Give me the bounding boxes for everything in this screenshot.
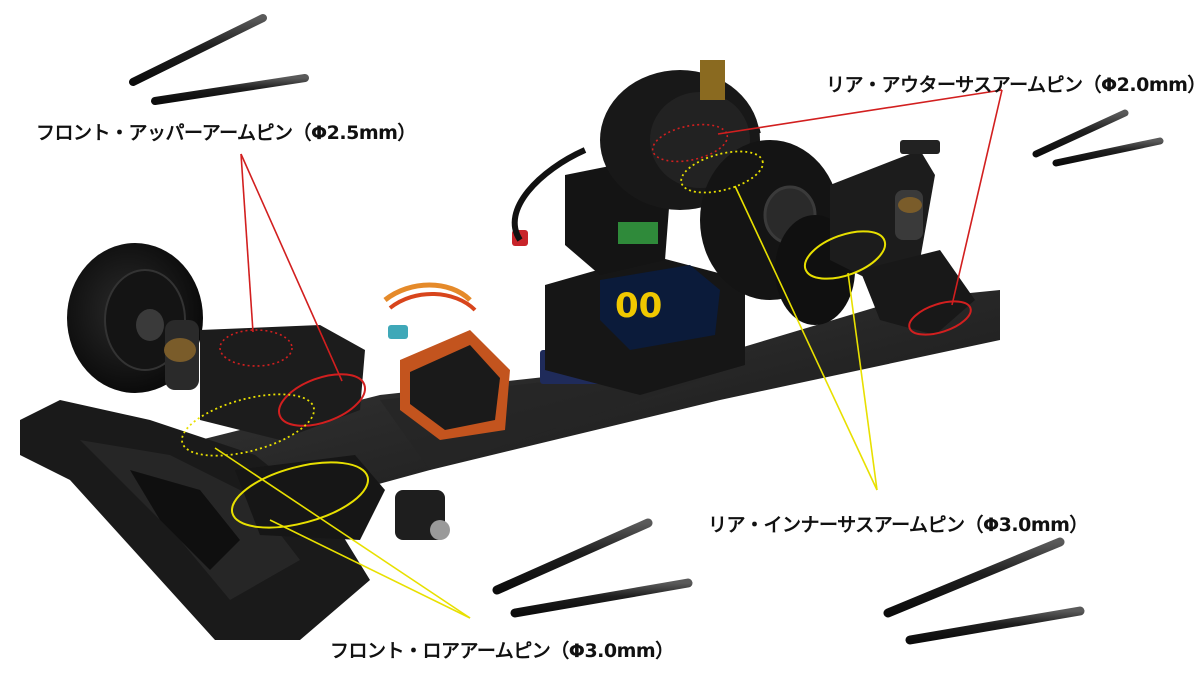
front-lower-pin-marker-front (230, 461, 370, 529)
rear-outer-sus-arm-pin-label: リア・アウターサスアームピン（Φ2.0mm） (826, 74, 1200, 96)
front-lower-pin-marker-rear (181, 393, 315, 457)
rear-outer-pin-marker-upper (651, 123, 729, 163)
rear-suspension (830, 140, 975, 335)
servo (383, 282, 510, 440)
front-upper-pin-marker-right (278, 373, 366, 427)
red-callouts (219, 89, 1003, 427)
svg-text:00: 00 (615, 286, 662, 326)
rear-outer-pins (1032, 109, 1164, 167)
front-suspension (164, 320, 450, 540)
rear-inner-pin-marker-lower (803, 230, 887, 280)
front-upper-arm-pin-label: フロント・アッパーアームピン（Φ2.5mm） (36, 122, 416, 144)
rc-car-chassis: 00 (20, 60, 1000, 640)
front-lower-arm-pin-label: フロント・ロアアームピン（Φ3.0mm） (330, 640, 674, 662)
yellow-callouts (181, 150, 887, 619)
front-bumper (20, 400, 370, 640)
front-upper-pins (129, 14, 309, 105)
rear-inner-pin-marker-upper (680, 150, 764, 194)
front-upper-pin-marker-left (219, 329, 293, 367)
rear-outer-pin-marker-lower (908, 300, 972, 336)
battery-box: 00 (545, 255, 745, 395)
front-lower-pins (492, 518, 693, 618)
rear-inner-pins (883, 537, 1085, 645)
rear-inner-sus-arm-pin-label: リア・インナーサスアームピン（Φ3.0mm） (708, 514, 1088, 536)
